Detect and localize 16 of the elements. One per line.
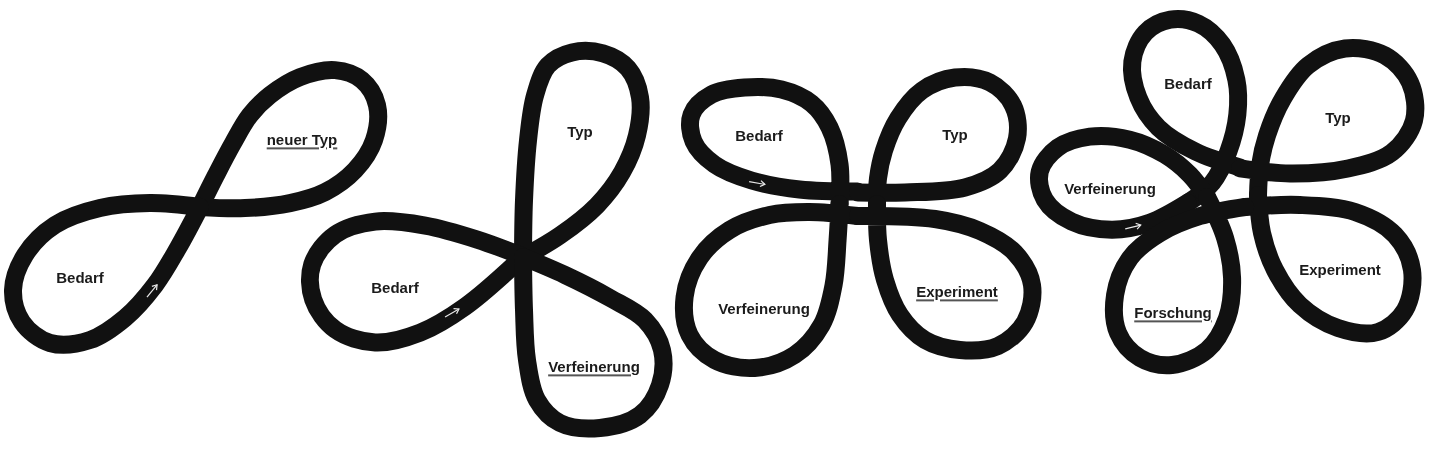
stage-label: Verfeinerung [1064, 180, 1156, 198]
stage-label: Bedarf [56, 269, 104, 287]
stage-label: Typ [567, 123, 593, 141]
stage-label: Verfeinerung [718, 300, 810, 318]
petal-loop [1030, 127, 1216, 239]
stage-label: Bedarf [371, 279, 419, 297]
stage-label: Typ [942, 126, 968, 144]
stage-label: Experiment [1299, 261, 1381, 279]
petal-loop [3, 194, 209, 354]
stage-label: Typ [1325, 109, 1351, 127]
stage-label: Bedarf [735, 127, 783, 145]
stage-label: Verfeinerung [548, 358, 640, 376]
stage-label: Bedarf [1164, 75, 1212, 93]
stage-label: neuer Typ [266, 131, 338, 149]
stage-label: Experiment [916, 283, 998, 301]
stage-label: Forschung [1134, 304, 1212, 322]
